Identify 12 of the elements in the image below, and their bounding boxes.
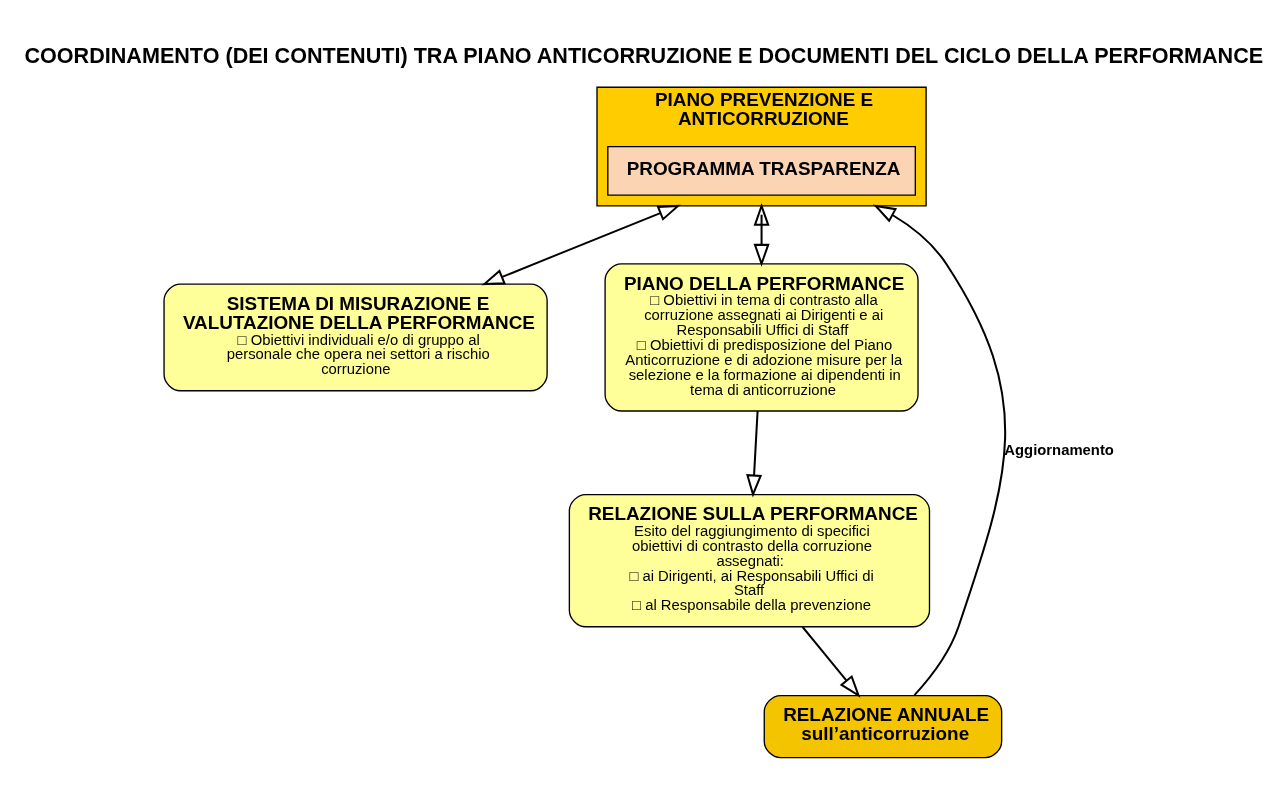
arrow [746,410,763,497]
node-box: PIANO DELLA PERFORMANCE □ Obiettivi in tema di contrasto alla corruzione assegnati ai Dirigenti e ai Responsabili Uffici di Staff □ Obiettivi di predisposizione del Piano Anticorruzione e di adozione misure per la selezione e la formazione ai dipendenti in tema di anticorruzione [604,262,919,412]
edge-label: Aggiornamento [1004,441,1114,458]
diagram-title: COORDINAMENTO (DEI CONTENUTI) TRA PIANO ANTICORRUZIONE E DOCUMENTI DEL CICLO DELLA PERFORMANCE [24,42,1264,68]
arrow [873,204,1007,696]
node-box: SISTEMA DI MISURAZIONE E VALUTAZIONE DELLA PERFORMANCE □ Obiettivi individuali e/o di gruppo al personale che opera nei settori a rischio corruzione [163,283,548,391]
node-box: PROGRAMMA TRASPARENZA [607,145,916,196]
node-box: RELAZIONE SULLA PERFORMANCE Esito del raggiungimento di specifici obiettivi di contrasto della corruzione assegnati: □ ai Dirigenti, ai Responsabili Uffici di Staff □ al Responsabile della prevenzione [568,493,931,627]
arrow [801,625,861,698]
arrow [481,204,681,285]
node-box: RELAZIONE ANNUALE sull’anticorruzione [763,694,1003,758]
arrow [753,202,770,267]
